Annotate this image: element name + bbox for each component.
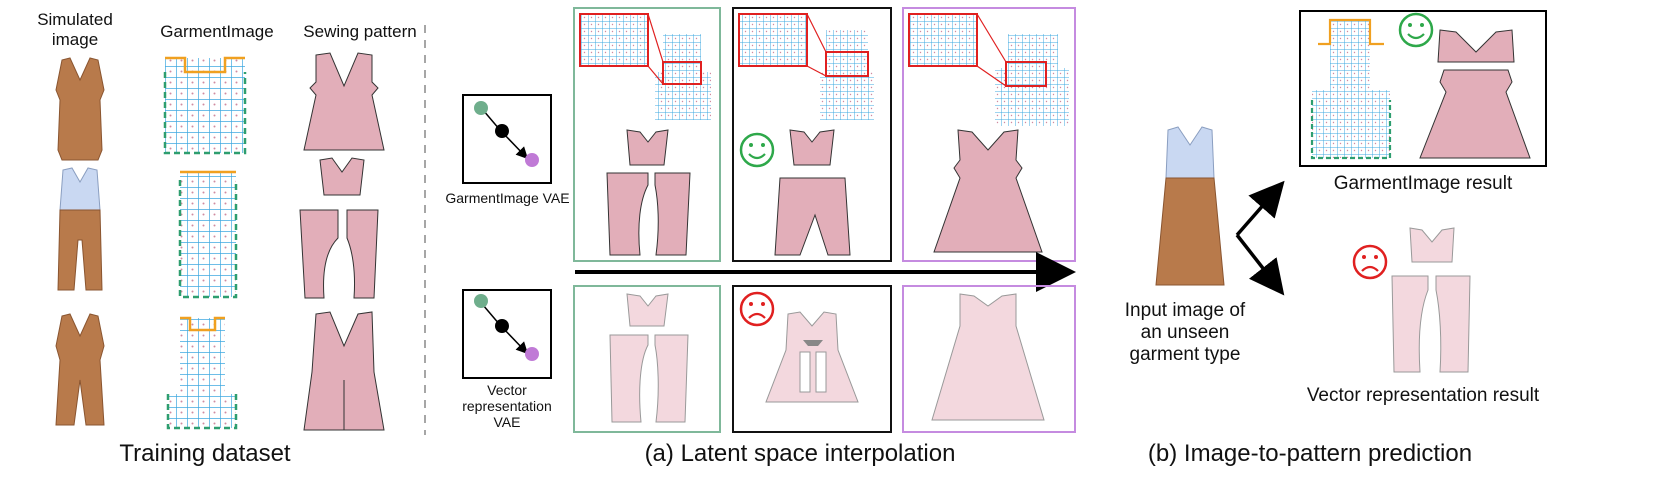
sewing-pattern-1 xyxy=(303,52,385,151)
input-image-label: Input image of an unseen garment type xyxy=(1124,300,1246,365)
garmentimage-result-pattern xyxy=(1419,29,1531,159)
training-dataset-caption: Training dataset xyxy=(119,440,291,467)
vae-top-label: GarmentImage VAE xyxy=(445,190,570,206)
simulated-garment-2 xyxy=(57,167,103,291)
interp-bottom-1-pattern xyxy=(609,293,689,423)
vector-result-pattern xyxy=(1391,227,1471,373)
interp-frame-top-1 xyxy=(573,7,721,262)
garmentimage-grid-2 xyxy=(178,170,238,299)
sad-face-icon-interp xyxy=(739,291,775,327)
column-header-simulated-image: Simulated image xyxy=(37,10,113,49)
latent-interpolation-caption: (a) Latent space interpolation xyxy=(644,440,956,467)
happy-face-icon-result xyxy=(1398,12,1434,48)
interp-top-2-grid xyxy=(738,13,874,256)
vector-result-label: Vector representation result xyxy=(1306,385,1540,406)
interp-frame-top-2 xyxy=(732,7,892,262)
sewing-pattern-3 xyxy=(303,311,385,431)
arrow-to-vector-result xyxy=(1235,233,1285,296)
simulated-garment-3 xyxy=(55,313,105,426)
garmentimage-result-label: GarmentImage result xyxy=(1333,173,1513,194)
garmentimage-grid-3 xyxy=(166,316,238,430)
column-header-garmentimage: GarmentImage xyxy=(160,22,274,41)
garmentimage-grid-1 xyxy=(163,56,247,155)
interp-frame-bottom-3 xyxy=(902,285,1076,433)
vae-latent-box-top xyxy=(462,94,552,184)
interp-frame-bottom-1 xyxy=(573,285,721,433)
garmentimage-result-grid xyxy=(1310,18,1392,160)
interp-frame-bottom-2 xyxy=(732,285,892,433)
column-header-sewing-pattern: Sewing pattern xyxy=(303,22,417,41)
interp-frame-top-3 xyxy=(902,7,1076,262)
interp-top-3-grid xyxy=(908,13,1069,253)
simulated-garment-1 xyxy=(55,57,105,161)
sewing-pattern-2 xyxy=(299,157,379,299)
input-garment-image xyxy=(1155,126,1225,286)
arrow-to-garmentimage-result xyxy=(1235,180,1285,237)
interp-bottom-2-pattern xyxy=(765,311,859,403)
garmentimage-result-frame xyxy=(1299,10,1547,167)
vae-latent-box-bottom xyxy=(462,289,552,379)
vae-bottom-label: Vector representation VAE xyxy=(462,382,552,431)
prediction-caption: (b) Image-to-pattern prediction xyxy=(1147,440,1473,467)
interp-top-1-grid xyxy=(579,13,711,256)
interp-bottom-3-pattern xyxy=(931,293,1045,421)
happy-face-icon xyxy=(739,132,775,168)
sad-face-icon-result xyxy=(1352,244,1388,280)
